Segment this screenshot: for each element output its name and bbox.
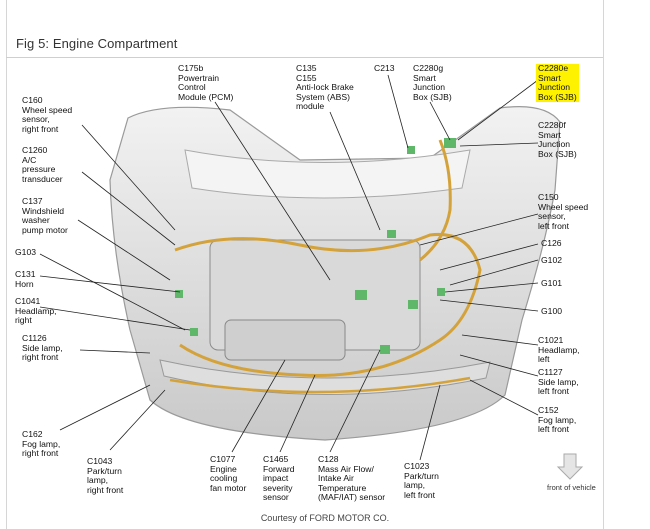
front-arrow-icon <box>556 453 584 480</box>
callout-c126: C126 <box>541 238 562 248</box>
connector-maf <box>380 345 390 354</box>
callout-leader-lines <box>39 74 539 461</box>
callout-g100: G100 <box>541 306 563 316</box>
cowl-panel <box>184 149 471 199</box>
connector-c213 <box>407 146 415 154</box>
wiring-harness-main <box>174 232 482 378</box>
callout-g102: G102 <box>541 255 563 265</box>
front-of-vehicle-label: front of vehicle <box>547 483 596 492</box>
connector-left-front <box>408 300 418 309</box>
connector-abs <box>387 230 396 238</box>
figure-title: Fig 5: Engine Compartment <box>16 36 178 51</box>
wiring-harness-branch <box>419 139 452 262</box>
wiring-harness-front <box>169 376 471 394</box>
connector-horn <box>175 290 183 298</box>
callout-g101: G101 <box>541 278 563 288</box>
intake-manifold <box>224 319 346 361</box>
connector-sjb <box>444 138 456 148</box>
connector-pcm <box>355 290 367 300</box>
frame-left-border <box>6 0 7 529</box>
connector-ground-left <box>437 288 445 296</box>
credit-line: Courtesy of FORD MOTOR CO. <box>260 513 390 523</box>
callout-c213: C213 <box>374 63 395 73</box>
callout-g103: G103 <box>15 247 37 257</box>
title-divider <box>6 57 603 58</box>
frame-right-border <box>603 0 604 529</box>
connector-headlamp-right <box>190 328 198 336</box>
